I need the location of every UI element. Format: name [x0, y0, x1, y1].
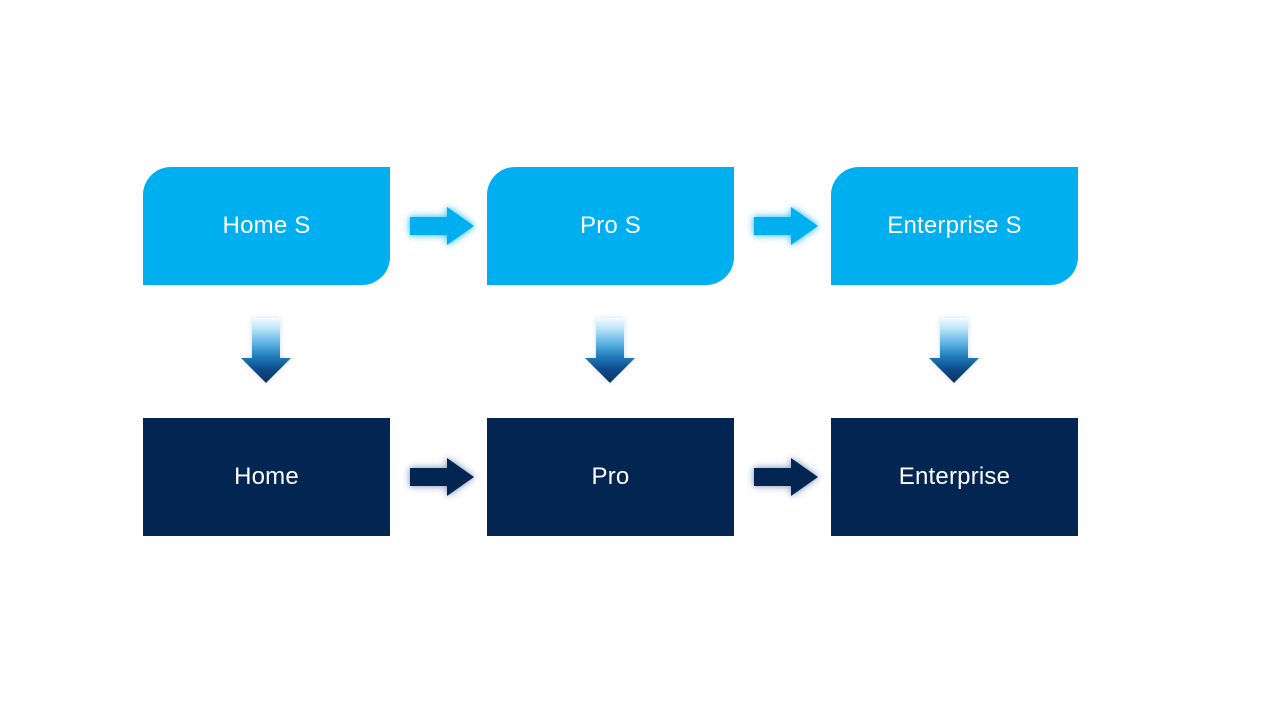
down-arrow-icon: [929, 318, 979, 383]
down-arrow-icon: [241, 318, 291, 383]
node-enterprise-s: Enterprise S: [831, 167, 1078, 285]
right-arrow-icon: [754, 207, 818, 245]
down-arrow-shape: [241, 318, 291, 383]
node-label: Pro: [591, 463, 630, 490]
down-arrow-icon: [585, 318, 635, 383]
right-arrow-shape: [754, 458, 818, 496]
down-arrow-shape: [929, 318, 979, 383]
right-arrow-icon: [410, 458, 474, 496]
right-arrow-shape: [410, 458, 474, 496]
down-arrow-shape: [585, 318, 635, 383]
right-arrow-shape: [410, 207, 474, 245]
right-arrow-icon: [754, 458, 818, 496]
node-label: Enterprise S: [887, 212, 1022, 239]
node-pro: Pro: [487, 418, 734, 536]
node-label: Enterprise: [898, 463, 1011, 490]
right-arrow-icon: [410, 207, 474, 245]
node-label: Home S: [222, 212, 311, 239]
right-arrow-shape: [754, 207, 818, 245]
node-enterprise: Enterprise: [831, 418, 1078, 536]
node-home: Home: [143, 418, 390, 536]
node-home-s: Home S: [143, 167, 390, 285]
node-pro-s: Pro S: [487, 167, 734, 285]
node-label: Home: [234, 463, 299, 490]
node-label: Pro S: [579, 212, 642, 239]
